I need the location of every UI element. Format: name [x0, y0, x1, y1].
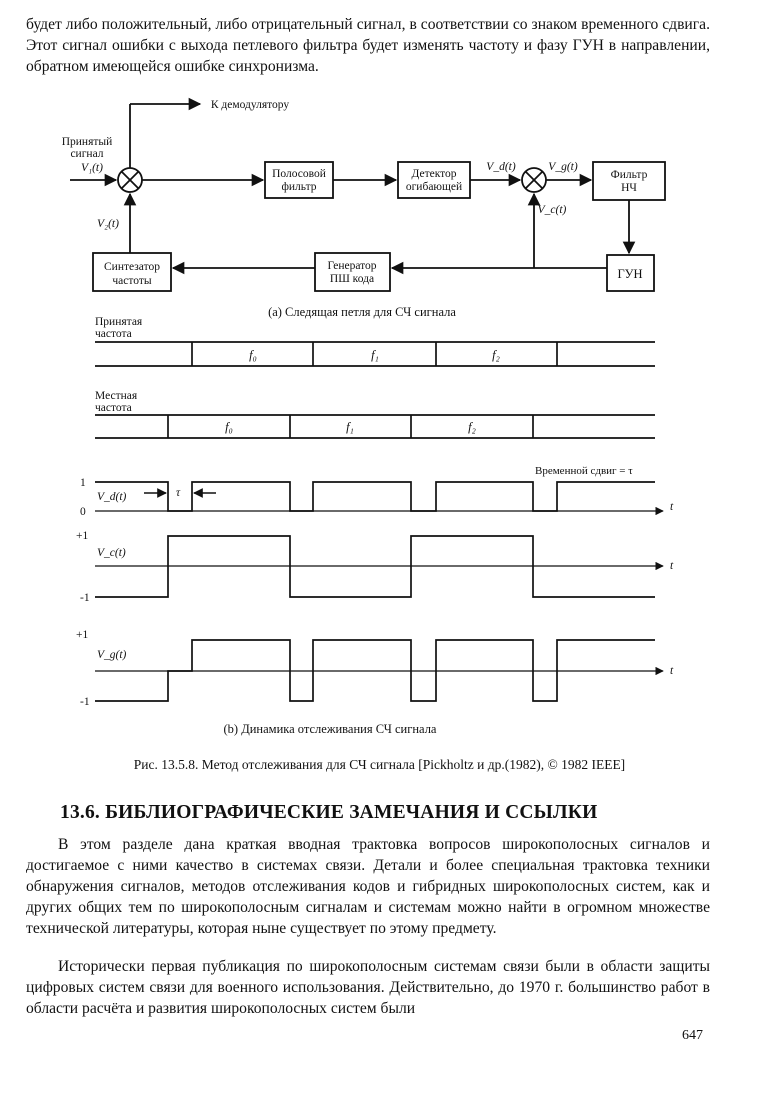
- v2-label: V₂(t): [97, 218, 119, 230]
- synth-label-2: частоты: [112, 275, 151, 287]
- vco-block: [606, 254, 655, 292]
- received-slot-f1: f₁: [371, 348, 379, 362]
- local-freq-label-1: Местная: [95, 390, 138, 402]
- pn-code-generator-block: [314, 252, 391, 292]
- bandpass-label-2: фильтр: [281, 181, 316, 193]
- body-paragraph-1: В этом разделе дана краткая вводная трак…: [26, 836, 710, 937]
- block-diagram-labels: К демодулятору Принятый сигнал V₁(t) V₂(…: [62, 99, 648, 319]
- timing-labels: Принятая частота f₀ f₁ f₂ Местная частот…: [76, 316, 674, 736]
- page-number: 647: [682, 1028, 703, 1043]
- vg-signal-label: V_g(t): [548, 161, 578, 173]
- vg-low-label: -1: [80, 696, 90, 708]
- vco-label: ГУН: [617, 267, 642, 281]
- local-freq-label-2: частота: [95, 402, 132, 414]
- pn-gen-label-1: Генератор: [327, 260, 376, 272]
- vd-signal-label: V_d(t): [486, 161, 516, 173]
- diagram-caption-a: (a) Следящая петля для СЧ сигнала: [268, 305, 456, 319]
- frequency-synthesizer-block: [92, 252, 172, 292]
- vc-high-label: +1: [76, 530, 88, 542]
- vd-high-label: 1: [80, 477, 86, 489]
- vd-low-label: 0: [80, 506, 86, 518]
- received-slot-f2: f₂: [492, 348, 500, 362]
- received-freq-label-1: Принятая: [95, 316, 143, 328]
- lowpass-filter-block: [592, 161, 666, 201]
- received-freq-label-2: частота: [95, 328, 132, 340]
- figure-caption: Рис. 13.5.8. Метод отслеживания для СЧ с…: [133, 757, 626, 772]
- t-axis-vd: t: [670, 501, 674, 513]
- tau-label: τ: [176, 487, 181, 499]
- to-demodulator-label: К демодулятору: [211, 99, 290, 111]
- vc-signal-label: V_c(t): [538, 204, 567, 216]
- vg-high-label: +1: [76, 629, 88, 641]
- vg-axis-label: V_g(t): [97, 649, 127, 661]
- vd-axis-label: V_d(t): [97, 491, 127, 503]
- received-slot-f0: f₀: [249, 348, 257, 362]
- detector-label-1: Детектор: [411, 168, 456, 180]
- intro-paragraph: будет либо положительный, либо отрицател…: [26, 16, 710, 75]
- diagram-caption-b: (b) Динамика отслеживания СЧ сигнала: [224, 722, 437, 736]
- detector-label-2: огибающей: [406, 181, 462, 193]
- time-shift-label: Временной сдвиг = τ: [535, 465, 633, 477]
- tracking-loop-figure: К демодулятору Принятый сигнал V₁(t) V₂(…: [62, 97, 674, 736]
- timing-diagram: [95, 341, 664, 702]
- local-slot-f1: f₁: [346, 420, 354, 434]
- body-paragraph-2: Исторически первая публикация по широкоп…: [26, 958, 710, 1017]
- synth-label-1: Синтезатор: [104, 261, 160, 273]
- received-signal-label-2: сигнал: [70, 148, 103, 160]
- bandpass-label-1: Полосовой: [272, 168, 326, 180]
- v1-label: V₁(t): [81, 162, 103, 174]
- t-axis-vg: t: [670, 665, 674, 677]
- t-axis-vc: t: [670, 560, 674, 572]
- lpf-label-1: Фильтр: [611, 169, 648, 181]
- pn-gen-label-2: ПШ кода: [330, 273, 374, 285]
- vc-low-label: -1: [80, 592, 90, 604]
- vc-axis-label: V_c(t): [97, 547, 126, 559]
- received-signal-label-1: Принятый: [62, 136, 113, 148]
- lpf-label-2: НЧ: [621, 182, 637, 194]
- section-heading: 13.6. БИБЛИОГРАФИЧЕСКИЕ ЗАМЕЧАНИЯ И ССЫЛ…: [60, 802, 598, 823]
- block-diagram: [70, 97, 666, 292]
- local-slot-f0: f₀: [225, 420, 233, 434]
- local-slot-f2: f₂: [468, 420, 476, 434]
